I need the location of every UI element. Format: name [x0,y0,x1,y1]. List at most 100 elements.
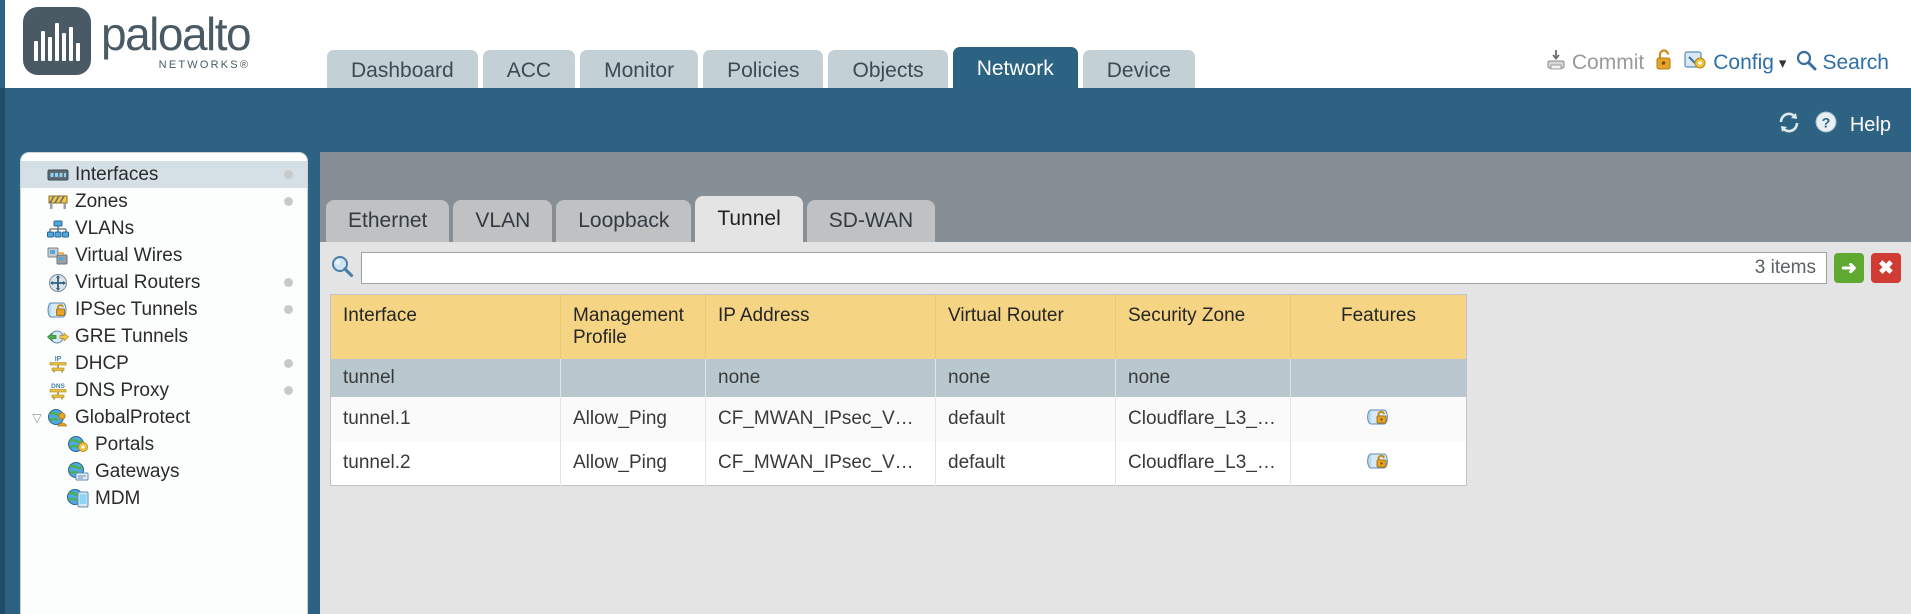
sidebar-item-gre-tunnels[interactable]: GRE Tunnels [21,323,307,350]
status-dot [284,305,293,314]
sidebar-label: Portals [95,433,155,455]
brand-name: paloalto [101,8,252,60]
search-input[interactable] [372,257,1755,279]
refresh-icon[interactable] [1776,110,1802,140]
status-dot [284,386,293,395]
expand-collapse-icon[interactable]: ▽ [32,410,42,425]
search-icon [1795,49,1817,77]
cell-interface[interactable]: tunnel.2 [330,441,561,486]
ipsec-tunnels-icon [45,301,71,319]
subtab-loopback[interactable]: Loopback [556,200,692,242]
sidebar-item-vlans[interactable]: VLANs [21,215,307,242]
sidebar-item-globalprotect[interactable]: ▽ GlobalProtect [21,404,307,431]
tunnel-interfaces-table: Interface Management Profile IP Address … [330,294,1467,486]
header-toolbar: Commit Config ▾ [1545,48,1889,78]
dns-proxy-icon: DNS [45,381,71,401]
cell-interface[interactable]: tunnel [330,359,561,397]
search-icon[interactable] [330,254,354,283]
tab-network[interactable]: Network [952,47,1078,91]
sidebar-item-dns-proxy[interactable]: DNS DNS Proxy [21,377,307,404]
status-dot [284,197,293,206]
brand-logo[interactable]: paloalto NETWORKS® [23,7,252,75]
subtab-ethernet[interactable]: Ethernet [326,200,450,242]
subtab-vlan[interactable]: VLAN [453,200,553,242]
table-header-row: Interface Management Profile IP Address … [330,294,1467,359]
portals-icon [65,435,91,454]
mdm-icon [65,489,91,508]
subtab-tunnel[interactable]: Tunnel [695,196,803,242]
band-toolbar: ? Help [1776,110,1891,140]
svg-text:DNS: DNS [51,383,65,390]
cell-interface[interactable]: tunnel.1 [330,397,561,441]
unlock-icon[interactable] [1653,48,1675,78]
cell-management-profile: Allow_Ping [560,441,706,486]
search-input-wrapper[interactable]: 3 items [361,252,1827,284]
chevron-down-icon[interactable]: ▾ [1778,55,1787,72]
tab-dashboard[interactable]: Dashboard [327,50,478,91]
cell-security-zone: none [1115,359,1291,397]
gateways-icon [65,462,91,481]
help-label[interactable]: Help [1849,113,1891,136]
sidebar-item-virtual-wires[interactable]: Virtual Wires [21,242,307,269]
search-label: Search [1822,51,1889,74]
cell-virtual-router: default [935,441,1116,486]
sidebar-label: IPSec Tunnels [75,298,198,320]
tab-monitor[interactable]: Monitor [580,50,699,91]
secondary-band: ? Help [0,88,1911,152]
config-label: Config [1713,51,1774,74]
column-header-management-profile[interactable]: Management Profile [560,294,706,359]
sidebar-item-gateways[interactable]: Gateways [21,458,307,485]
clear-filter-icon[interactable]: ✖ [1871,253,1901,283]
commit-button[interactable]: Commit [1545,49,1644,77]
tab-objects[interactable]: Objects [828,50,948,91]
sidebar-item-virtual-routers[interactable]: Virtual Routers [21,269,307,296]
sidebar-item-interfaces[interactable]: Interfaces [21,161,307,188]
column-header-security-zone[interactable]: Security Zone [1115,294,1291,359]
sidebar-item-mdm[interactable]: MDM [21,485,307,512]
tunnel-panel: 3 items ➜ ✖ Interface Management Profile… [320,242,1911,614]
tab-acc[interactable]: ACC [482,50,576,91]
column-header-interface[interactable]: Interface [330,294,561,359]
tab-device[interactable]: Device [1082,50,1195,91]
status-dot [284,359,293,368]
cell-virtual-router: none [935,359,1116,397]
sidebar-label: Gateways [95,460,180,482]
table-row[interactable]: tunnel.2 Allow_Ping CF_MWAN_IPsec_VTI_02… [330,441,1467,486]
interfaces-icon [45,167,71,183]
table-row[interactable]: tunnel.1 Allow_Ping CF_MWAN_IPsec_VTI_01… [330,397,1467,441]
column-header-virtual-router[interactable]: Virtual Router [935,294,1116,359]
sidebar-label: GRE Tunnels [75,325,188,347]
sidebar-item-zones[interactable]: Zones [21,188,307,215]
apply-filter-icon[interactable]: ➜ [1834,253,1864,283]
status-dot [284,278,293,287]
column-header-ip-address[interactable]: IP Address [705,294,936,359]
globalprotect-icon [45,408,71,427]
tab-policies[interactable]: Policies [703,50,824,91]
search-button[interactable]: Search [1795,49,1889,77]
sidebar-tree: Interfaces Zones VLANs [20,152,308,614]
sidebar-label: GlobalProtect [75,406,191,428]
app-header: paloalto NETWORKS® Dashboard ACC Monitor… [0,0,1911,91]
sidebar-item-dhcp[interactable]: IP DHCP [21,350,307,377]
sidebar-item-portals[interactable]: Portals [21,431,307,458]
sidebar-label: VLANs [75,217,135,239]
sidebar-label: MDM [95,487,141,509]
sidebar-label: Virtual Routers [75,271,201,293]
column-header-features[interactable]: Features [1290,294,1467,359]
dhcp-icon: IP [45,354,71,374]
cell-features [1290,397,1467,441]
table-row[interactable]: tunnel none none none [330,359,1467,397]
config-menu[interactable]: Config ▾ [1684,49,1786,77]
subtab-sdwan[interactable]: SD-WAN [806,200,936,242]
gre-tunnels-icon [45,329,71,345]
virtual-routers-icon [45,273,71,293]
sidebar-item-ipsec-tunnels[interactable]: IPSec Tunnels [21,296,307,323]
sidebar-label: Interfaces [75,163,159,185]
svg-text:?: ? [1822,115,1831,131]
paloalto-logo-icon [23,7,91,75]
content-area: Ethernet VLAN Loopback Tunnel SD-WAN 3 i… [320,152,1911,614]
sidebar-label: DNS Proxy [75,379,169,401]
help-icon[interactable]: ? [1814,110,1838,140]
items-count: 3 items [1754,257,1816,278]
cell-features [1291,441,1467,486]
